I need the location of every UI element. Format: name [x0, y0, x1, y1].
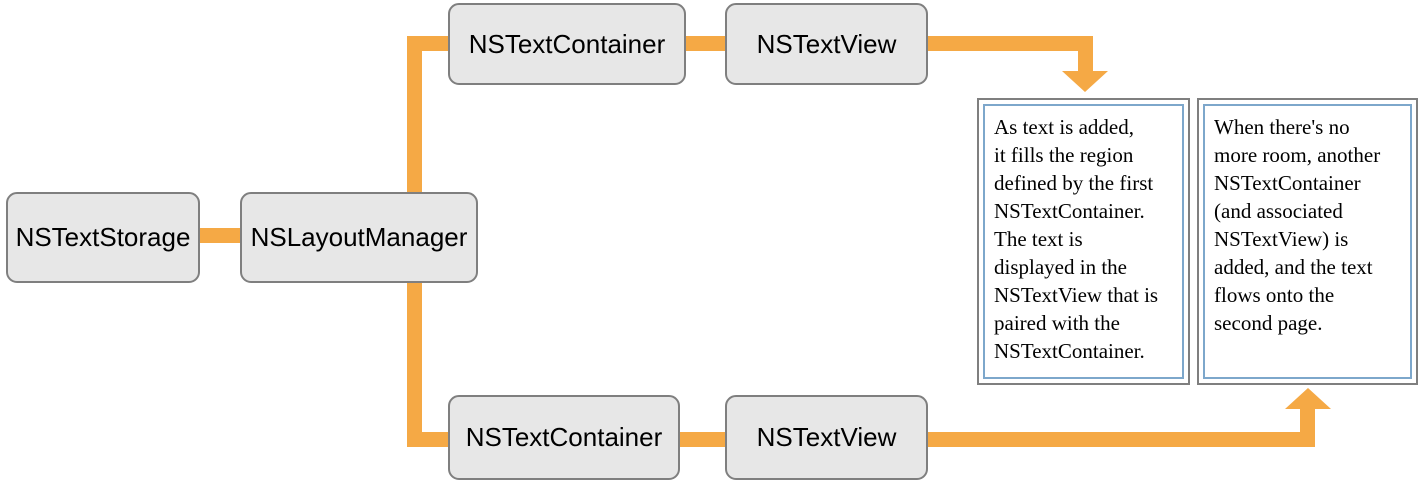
connector-elbow-bottom: [407, 432, 448, 447]
connector-page1-drop: [1078, 51, 1093, 72]
page-2-text: When there's no more room, another NSTex…: [1203, 104, 1412, 379]
node-nstextcontainer-top: NSTextContainer: [448, 3, 686, 85]
node-nslayoutmanager: NSLayoutManager: [240, 192, 478, 283]
node-nstextstorage-label: NSTextStorage: [15, 222, 191, 252]
connector-view-to-page1: [928, 36, 1093, 51]
connector-layoutmanager-down: [407, 281, 422, 447]
node-nslayoutmanager-label: NSLayoutManager: [250, 222, 468, 252]
connector-container-to-view-bottom: [680, 432, 725, 447]
connector-storage-to-layoutmanager: [200, 228, 240, 243]
connector-container-to-view-top: [686, 36, 725, 51]
arrowhead-up-icon: [1285, 388, 1331, 409]
node-nstextcontainer-top-label: NSTextContainer: [468, 28, 666, 59]
connector-page2-rise: [1300, 409, 1315, 432]
arrowhead-down-icon: [1062, 71, 1108, 92]
node-nstextcontainer-bottom-label: NSTextContainer: [465, 422, 663, 452]
node-nstextview-bottom-label: NSTextView: [756, 422, 897, 452]
node-nstextview-bottom: NSTextView: [725, 395, 928, 480]
connector-view-to-page2: [928, 432, 1315, 447]
node-nstextview-top: NSTextView: [725, 3, 928, 85]
node-nstextcontainer-bottom: NSTextContainer: [448, 395, 680, 480]
page-2: When there's no more room, another NSTex…: [1197, 98, 1418, 385]
connector-layoutmanager-up: [407, 36, 422, 194]
page-1: As text is added, it fills the region de…: [977, 98, 1190, 385]
page-1-text: As text is added, it fills the region de…: [983, 104, 1184, 379]
connector-elbow-top: [407, 36, 448, 51]
node-nstextview-top-label: NSTextView: [756, 28, 897, 59]
node-nstextstorage: NSTextStorage: [6, 192, 200, 283]
